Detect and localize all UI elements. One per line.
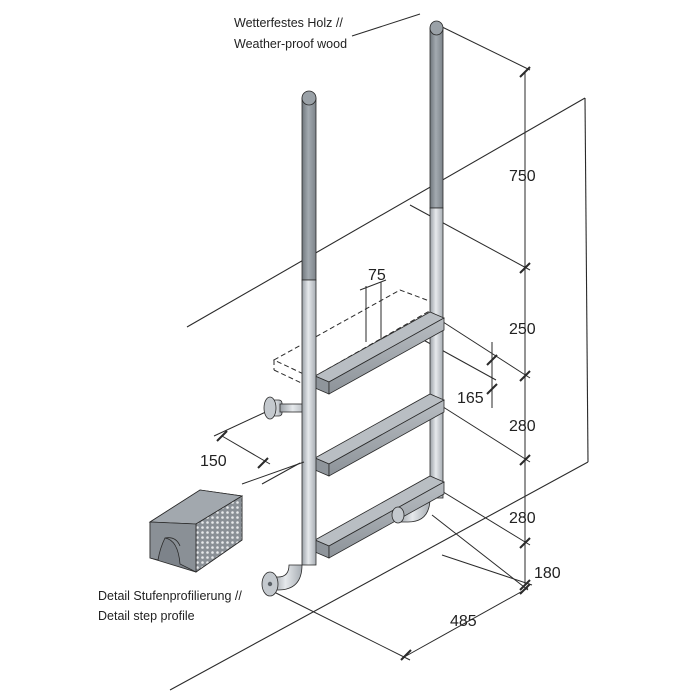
pool-edge-outline xyxy=(169,97,589,691)
dimension-280-upper: 280 xyxy=(509,418,536,435)
dimension-150: 150 xyxy=(200,453,227,470)
label-step-profile-en: Detail step profile xyxy=(98,609,195,623)
label-weatherproof-wood-de: Wetterfestes Holz // xyxy=(234,16,343,30)
dimension-250: 250 xyxy=(509,321,536,338)
dimension-485: 485 xyxy=(450,613,477,630)
dimension-750: 750 xyxy=(509,168,536,185)
dimension-165: 165 xyxy=(457,390,484,407)
dimension-lines xyxy=(213,23,533,661)
label-weatherproof-wood-en: Weather-proof wood xyxy=(234,37,347,51)
front-handrail xyxy=(271,90,317,591)
rear-handrail xyxy=(397,20,444,523)
dimension-280-lower: 280 xyxy=(509,510,536,527)
step-profile-detail xyxy=(148,489,244,573)
deck-anchor xyxy=(263,396,309,420)
label-step-profile-de: Detail Stufenprofilierung // xyxy=(98,589,242,603)
dimension-180: 180 xyxy=(534,565,561,582)
base-plate xyxy=(261,571,279,597)
dimension-ticks xyxy=(216,66,531,661)
leader-lines xyxy=(241,13,421,485)
ladder-steps xyxy=(314,311,445,559)
dimension-75: 75 xyxy=(368,267,386,284)
